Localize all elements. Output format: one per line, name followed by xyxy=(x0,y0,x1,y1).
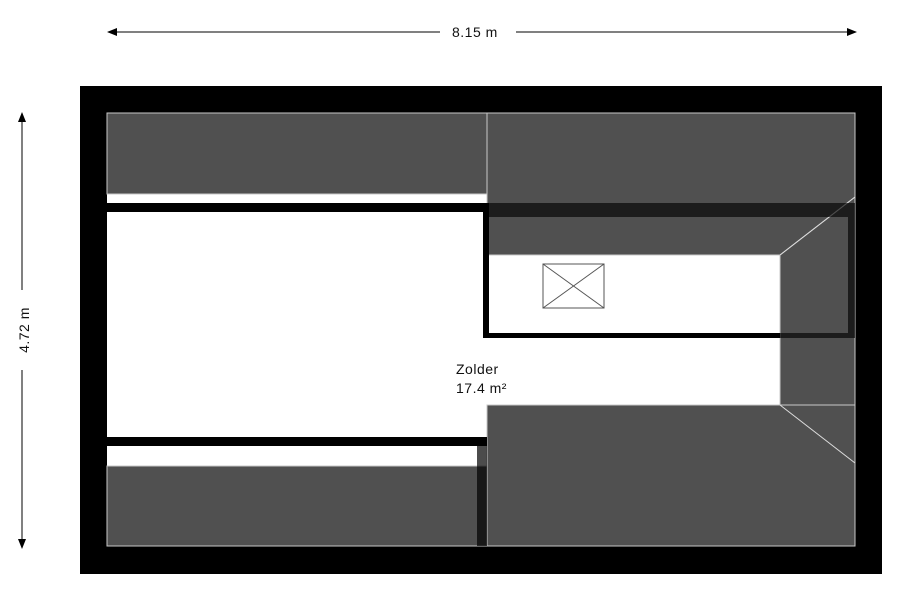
slope-area-top-left xyxy=(106,112,488,195)
height-dimension-label: 4.72 m xyxy=(15,303,32,357)
slope-area-top-right xyxy=(486,112,856,256)
interior-wall xyxy=(477,446,487,546)
slope-area-bottom-left xyxy=(106,465,488,547)
interior-wall xyxy=(483,333,780,338)
interior-wall xyxy=(487,203,855,217)
slope-area-bottom-right xyxy=(486,404,856,547)
interior-wall xyxy=(107,203,487,212)
skylight-icon xyxy=(542,263,605,309)
hip-line xyxy=(779,404,856,464)
interior-wall xyxy=(780,333,855,338)
interior-wall xyxy=(848,217,855,333)
interior-wall xyxy=(107,437,487,446)
room-name: Zolder xyxy=(456,361,499,377)
interior-wall xyxy=(483,203,489,338)
width-dimension-label: 8.15 m xyxy=(448,24,502,40)
room-area: 17.4 m² xyxy=(456,380,507,396)
room-label: Zolder 17.4 m² xyxy=(456,360,507,398)
